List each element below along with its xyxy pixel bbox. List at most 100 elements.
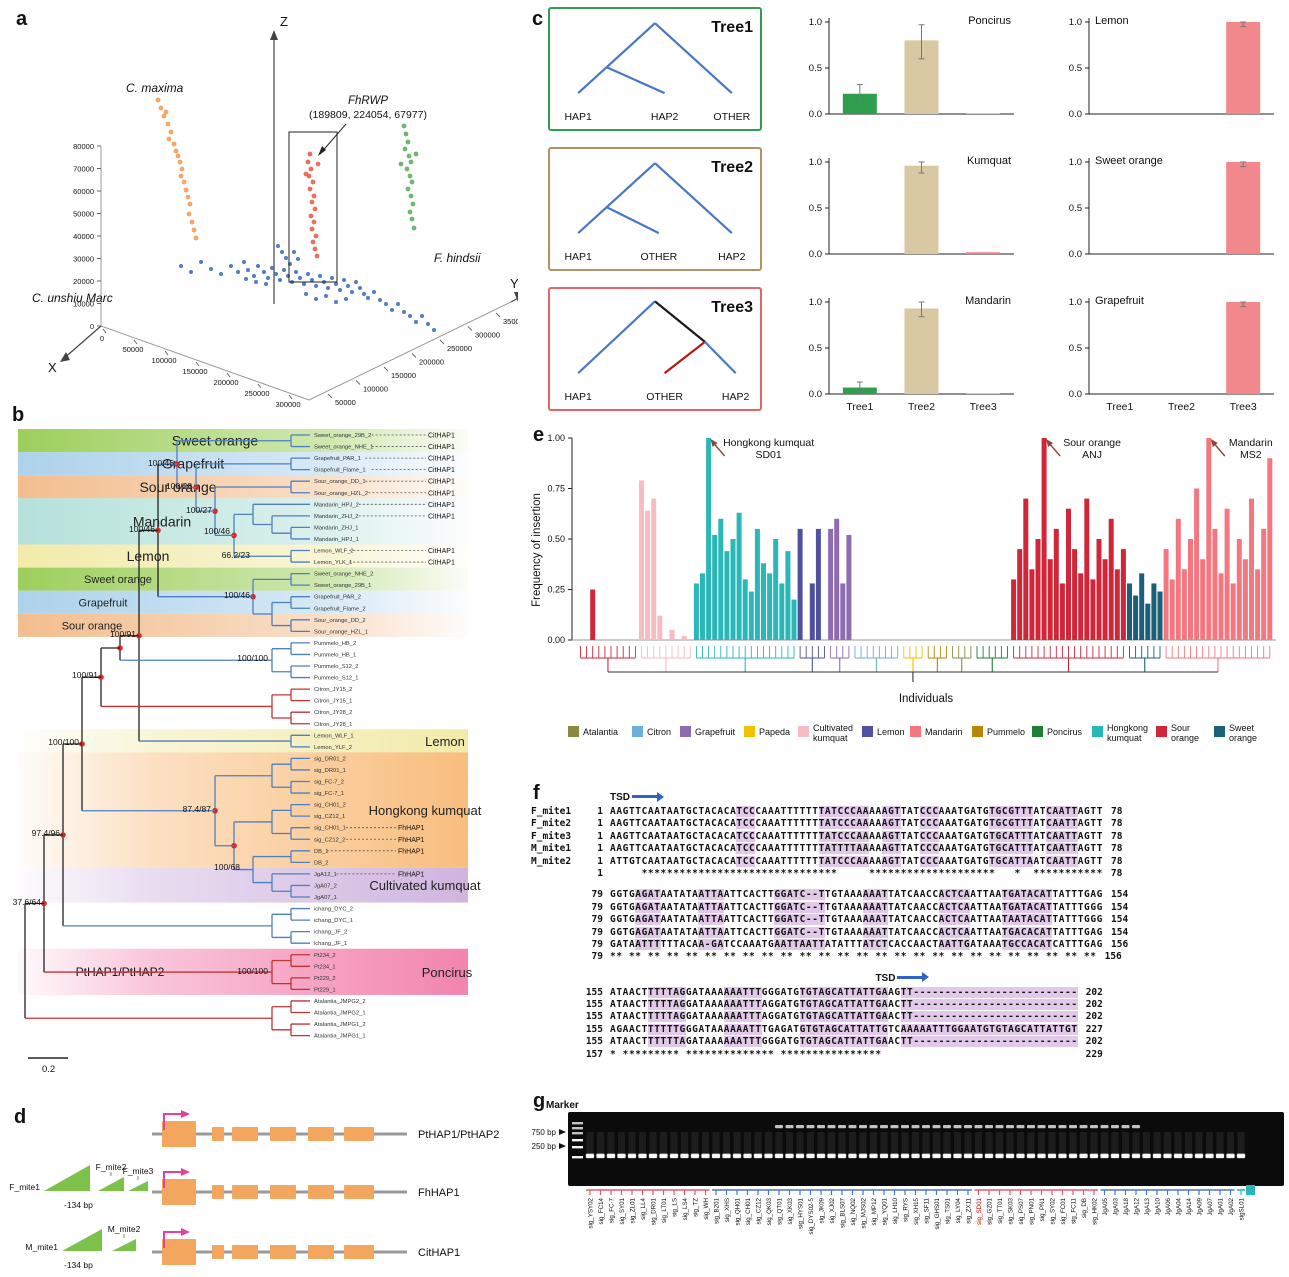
data-point	[342, 278, 346, 282]
tss-arrowhead-icon	[181, 1228, 190, 1236]
data-point	[298, 276, 302, 280]
frequency-bar	[1169, 579, 1175, 640]
data-point	[408, 314, 412, 318]
frequency-bar	[645, 510, 651, 640]
upper-band	[1090, 1125, 1098, 1129]
data-point	[254, 280, 258, 284]
consensus-end: 156	[1104, 951, 1122, 963]
data-point	[309, 199, 315, 205]
tree-tip-label: Mandarin_ZHJ_1	[314, 525, 358, 531]
tree-tip-label: Sour_orange_HZL_2	[314, 491, 368, 497]
lane-label: sig_TZ	[693, 1198, 700, 1217]
data-point	[408, 193, 414, 199]
lane-label: sig_LS4	[682, 1197, 689, 1220]
lane-label: sig_XJ02	[829, 1197, 836, 1223]
tree-tip-label: Lemon_YLF_2	[314, 745, 352, 751]
legend-swatch	[744, 726, 755, 737]
gene-label: PtHAP1/PtHAP2	[418, 1129, 499, 1141]
upper-band	[1100, 1125, 1109, 1129]
fhrwp-highlight-box	[288, 131, 338, 283]
data-point	[308, 166, 314, 172]
annotation-arrowhead-icon	[1210, 439, 1218, 447]
size-arrowhead-icon	[559, 1143, 566, 1149]
legend-swatch	[1214, 726, 1225, 737]
lane-label: JgA18	[1123, 1197, 1130, 1215]
legend-label: Cultivated	[813, 723, 853, 733]
x-tick-label: Tree2	[1168, 401, 1195, 413]
z-arrowhead-icon	[270, 30, 278, 40]
lane-label: JgA12	[1134, 1197, 1141, 1215]
legend-label: Hongkong	[1107, 723, 1148, 733]
pcr-band	[985, 1154, 993, 1158]
upper-band	[806, 1125, 815, 1129]
data-point	[314, 297, 318, 301]
data-point	[252, 274, 256, 278]
lane-smear	[922, 1132, 930, 1154]
data-point	[303, 171, 309, 177]
upper-band	[1006, 1125, 1014, 1129]
frequency-bar	[1078, 573, 1084, 640]
frequency-bar	[1151, 583, 1157, 640]
tree-tip-label: OTHER	[713, 111, 750, 123]
sequence: AGAACTTTTTTGGGATAAAAAATTTGAGATGTGTAGCATT…	[610, 1023, 1078, 1035]
data-point	[199, 260, 203, 264]
seq-start: 79	[591, 901, 603, 913]
z-tick-label: 70000	[73, 165, 94, 174]
data-point	[315, 161, 321, 167]
data-point	[242, 260, 246, 264]
tsd-label: TSD	[610, 792, 630, 803]
tree-tip-label: Citron_JY15_1	[314, 699, 352, 705]
bootstrap-value: 100/100	[237, 653, 268, 663]
lane-label: sigSL01	[1239, 1197, 1246, 1220]
x-tick	[226, 372, 231, 378]
frequency-bar	[1267, 458, 1273, 640]
label-f-hindsii: F. hindsii	[434, 251, 481, 265]
upper-band	[890, 1125, 899, 1129]
y-axis-title: Frequency of insertion	[531, 493, 543, 607]
data-point	[187, 201, 193, 207]
legend-label: orange	[1229, 733, 1257, 743]
frequency-bar	[767, 573, 773, 640]
pcr-band	[806, 1154, 815, 1158]
upper-band	[1111, 1125, 1119, 1129]
band-label: Sweet orange	[84, 574, 152, 586]
tree-tip-label: Mandarin_HPJ_1	[314, 537, 359, 543]
frequency-bar	[1041, 438, 1047, 640]
sequence: ATAACTTTTTAGGATAAAAAATTTGGGATGTGTAGCATTA…	[610, 986, 1078, 998]
taxon-band	[18, 498, 468, 545]
frequency-bar	[1242, 559, 1248, 640]
data-point	[310, 179, 316, 185]
lane-label: JgA09	[1197, 1197, 1204, 1215]
lane-label: sig_XK03	[787, 1197, 794, 1224]
gene-label: CitHAP1	[418, 1247, 460, 1259]
tree-tip-label: JgA12_1	[314, 872, 337, 878]
x-tick-label: 300000	[275, 400, 300, 409]
lane-label: sig_HK02	[1092, 1197, 1099, 1224]
band-label: Sour orange	[139, 479, 216, 495]
legend-label: kumquat	[1107, 733, 1142, 743]
data-point	[185, 194, 191, 200]
seq-end: 154	[1111, 926, 1129, 938]
pcr-band	[1111, 1154, 1119, 1158]
data-point	[309, 226, 315, 232]
lane-smear	[891, 1132, 898, 1154]
label-c-unshiu: C. unshiu Marc	[32, 291, 113, 305]
x-tick-label: 50000	[123, 345, 144, 354]
data-point	[166, 136, 172, 142]
seq-name: M_mite2	[531, 855, 572, 867]
seq-name: F_mite3	[531, 830, 572, 842]
data-point	[183, 187, 189, 193]
data-point	[324, 294, 328, 298]
x-tick	[102, 328, 107, 334]
y-tick-label: 0.0	[809, 389, 822, 400]
lane-label: JgA14	[1186, 1197, 1193, 1215]
seq-name: F_mite1	[531, 806, 572, 817]
frequency-bar	[724, 551, 730, 640]
sequence: GGTGAGATAATATAATTAATTCACTTGGATC--TTGTAAA…	[610, 926, 1103, 938]
seq-end: 202	[1085, 999, 1103, 1011]
lane-label: sig_FC-7	[609, 1197, 616, 1223]
